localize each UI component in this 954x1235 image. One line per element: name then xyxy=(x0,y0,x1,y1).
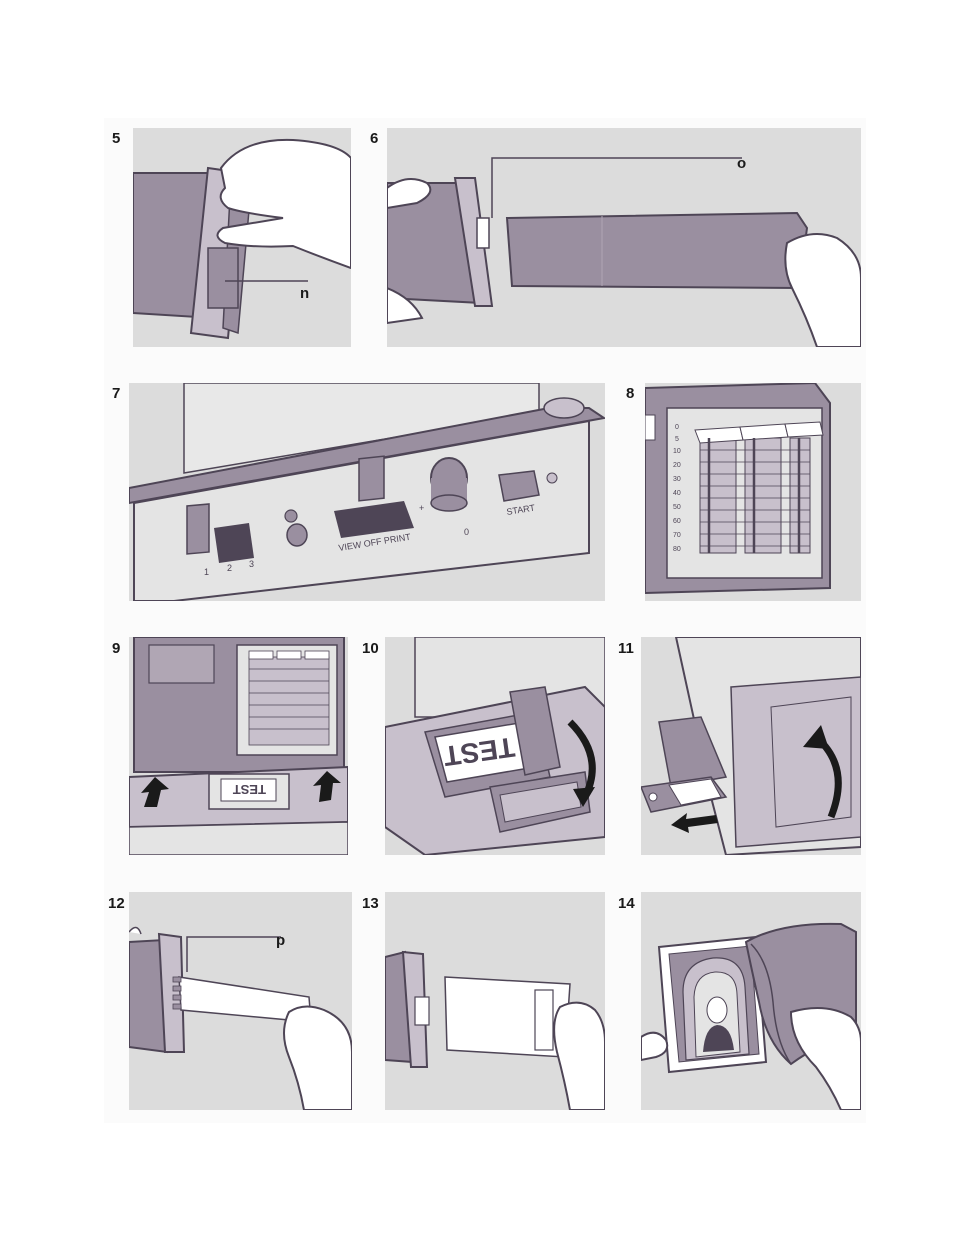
illustration-step-14 xyxy=(641,922,861,1110)
panel-step-9: TEST xyxy=(129,637,348,855)
panel-step-8: 0 5 10 20 30 40 50 60 70 80 xyxy=(645,383,861,601)
scale-40: 40 xyxy=(673,490,681,497)
label-start: START xyxy=(506,503,536,517)
step-number-8: 8 xyxy=(626,385,635,402)
scale-60: 60 xyxy=(673,518,681,525)
scale-20: 20 xyxy=(673,462,681,469)
label-dial-plus: + xyxy=(419,503,424,513)
illustration-step-6 xyxy=(387,157,861,347)
panel-step-12 xyxy=(129,892,352,1110)
step-number-7: 7 xyxy=(112,385,121,402)
illustration-step-10: TEST xyxy=(385,637,605,855)
step-number-9: 9 xyxy=(112,640,121,657)
label-pos-3: 3 xyxy=(249,559,254,569)
panel-step-6 xyxy=(387,128,861,347)
scale-80: 80 xyxy=(673,546,681,553)
illustration-step-7: 1 2 3 VIEW OFF PRINT + 0 START xyxy=(129,383,605,601)
callout-n: n xyxy=(300,285,310,302)
callout-p: p xyxy=(276,932,286,949)
panel-step-5 xyxy=(133,128,351,347)
step-number-12: 12 xyxy=(108,895,125,912)
panel-step-11 xyxy=(641,637,861,855)
label-dial-zero: 0 xyxy=(464,527,469,537)
step-number-6: 6 xyxy=(370,130,379,147)
label-pos-1: 1 xyxy=(204,567,209,577)
scale-0: 0 xyxy=(675,424,679,431)
panel-step-13 xyxy=(385,892,605,1110)
illustration-step-9: TEST xyxy=(129,637,348,855)
illustration-step-13 xyxy=(385,950,605,1110)
scale-10: 10 xyxy=(673,448,681,455)
test-label-9: TEST xyxy=(233,782,266,797)
scale-70: 70 xyxy=(673,532,681,539)
label-pos-2: 2 xyxy=(227,563,232,573)
step-number-14: 14 xyxy=(618,895,635,912)
scale-30: 30 xyxy=(673,476,681,483)
panel-step-14 xyxy=(641,892,861,1110)
illustration-step-5 xyxy=(133,138,351,340)
step-number-11: 11 xyxy=(618,640,634,657)
panel-step-7: 1 2 3 VIEW OFF PRINT + 0 START xyxy=(129,383,605,601)
illustration-step-11 xyxy=(641,637,861,855)
step-number-13: 13 xyxy=(362,895,379,912)
step-number-5: 5 xyxy=(112,130,121,147)
step-number-10: 10 xyxy=(362,640,379,657)
illustration-step-12 xyxy=(129,926,352,1110)
illustration-step-8: 0 5 10 20 30 40 50 60 70 80 xyxy=(645,383,831,595)
callout-o: o xyxy=(737,155,747,172)
scale-5: 5 xyxy=(675,436,679,443)
panel-step-10: TEST xyxy=(385,637,605,855)
scale-50: 50 xyxy=(673,504,681,511)
